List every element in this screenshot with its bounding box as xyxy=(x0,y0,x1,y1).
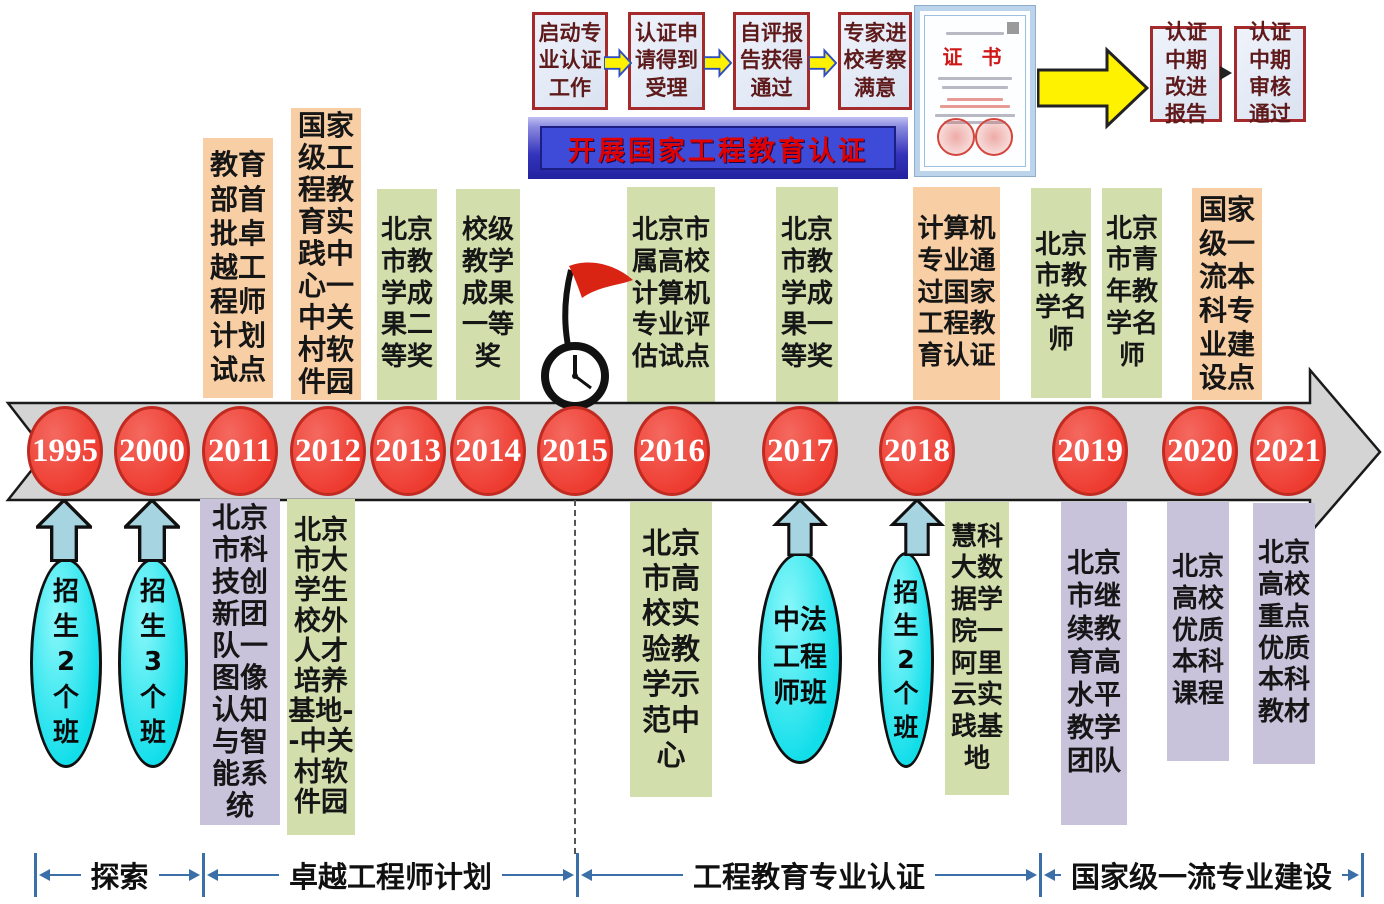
year-node-2019: 2019 xyxy=(1052,406,1128,496)
year-node-2014: 2014 xyxy=(450,406,526,496)
year-node-2012: 2012 xyxy=(290,406,366,496)
admission-ellipse-2017: 中法工程师班 xyxy=(758,552,842,764)
cert-text-line xyxy=(947,98,1003,101)
year-node-2011: 2011 xyxy=(202,406,278,496)
right-arrow-icon xyxy=(1220,66,1232,80)
year-node-2017: 2017 xyxy=(762,406,838,496)
year-node-1995: 1995 xyxy=(27,406,103,496)
flow-step-expert-visit: 专家进校考察满意 xyxy=(838,12,912,110)
right-arrowhead-icon xyxy=(189,869,201,881)
milestone-below-2021: 北京高校重点优质本科教材 xyxy=(1253,503,1315,764)
cert-text-line xyxy=(940,105,1010,108)
phase-label: 卓越工程师计划 xyxy=(289,860,493,894)
left-arrowhead-icon xyxy=(39,869,50,881)
yellow-arrow-icon xyxy=(809,48,837,78)
milestone-below-2019: 北京市继续教育高水平教学团队 xyxy=(1061,502,1127,825)
seal-icon xyxy=(1007,22,1019,34)
milestone-below-2011: 北京市科技创新团队一图像认知与智能系统 xyxy=(200,499,280,825)
phase-first-class-major: 国家级一流专业建设 xyxy=(1044,860,1360,894)
milestone-below-2016: 北京市高校实验教学示范中心 xyxy=(630,502,712,797)
up-arrow-icon xyxy=(772,500,828,556)
flow-step-self-report: 自评报告获得通过 xyxy=(733,12,810,110)
right-arrowhead-icon xyxy=(1348,869,1360,881)
up-arrow-icon xyxy=(889,500,945,556)
milestone-above-2019b: 北京市青年教学名师 xyxy=(1102,188,1162,398)
certification-banner: 开展国家工程教育认证 xyxy=(528,117,908,179)
phase-label: 探索 xyxy=(90,860,149,894)
yellow-arrow-icon xyxy=(604,48,632,78)
certificate-image: 证 书 xyxy=(915,6,1035,176)
flow-step-start: 启动专业认证工作 xyxy=(532,12,608,110)
admission-ellipse-2000: 招生3个班 xyxy=(118,558,188,768)
left-arrowhead-icon xyxy=(207,869,218,881)
milestone-below-2020: 北京高校优质本科课程 xyxy=(1167,502,1229,761)
phase-tick xyxy=(576,853,579,897)
flag-icon xyxy=(569,262,633,298)
cert-text-line xyxy=(938,77,1012,80)
year-node-2020: 2020 xyxy=(1162,406,1238,496)
milestone-above-2011: 教育部首批卓越工程师计划试点 xyxy=(203,138,273,398)
stamp-icon xyxy=(937,118,975,156)
milestone-below-2012: 北京市大学生校外人才培养基地--中关村软件园 xyxy=(287,499,355,835)
admission-ellipse-1995: 招生2个班 xyxy=(30,558,102,768)
left-arrowhead-icon xyxy=(581,869,592,881)
milestone-below-2018: 慧科大数据学院一阿里云实践基地 xyxy=(945,502,1009,795)
certification-banner-label: 开展国家工程教育认证 xyxy=(540,126,896,170)
phase-tick xyxy=(34,853,37,897)
certificate-title: 证 书 xyxy=(942,45,1008,69)
year-node-2018: 2018 xyxy=(879,406,955,496)
left-arrowhead-icon xyxy=(1044,869,1055,881)
yellow-arrow-icon xyxy=(704,48,732,78)
milestone-above-2013: 北京市教学成果二等奖 xyxy=(377,189,437,400)
admission-ellipse-2018: 招生2个班 xyxy=(878,552,934,768)
cert-text-line xyxy=(946,32,1004,35)
certificate-frame: 证 书 xyxy=(924,15,1026,167)
milestone-above-2018: 计算机专业通过国家工程教育认证 xyxy=(913,187,1000,400)
year-node-2015: 2015 xyxy=(537,406,613,496)
year-node-2013: 2013 xyxy=(370,406,446,496)
right-arrowhead-icon xyxy=(563,869,575,881)
phase-excellent-engineer: 卓越工程师计划 xyxy=(207,860,575,894)
phase-label: 工程教育专业认证 xyxy=(693,860,926,894)
cert-text-line xyxy=(935,114,1015,117)
phase-tick xyxy=(202,853,205,897)
stamp-icon xyxy=(975,118,1013,156)
milestone-above-2020: 国家级一流本科专业建设点 xyxy=(1192,188,1262,400)
flag-clock-icon xyxy=(541,262,633,410)
milestone-above-2012: 国家级工程教育实践中心一中关村软件园 xyxy=(291,108,361,400)
flow-step-midterm-pass: 认证中期审核通过 xyxy=(1234,20,1306,126)
milestone-above-2019a: 北京市教学名师 xyxy=(1031,188,1091,398)
phase-label: 国家级一流专业建设 xyxy=(1071,860,1333,894)
year-node-2016: 2016 xyxy=(634,406,710,496)
phase-tick xyxy=(1361,853,1364,897)
right-arrowhead-icon xyxy=(1026,869,1038,881)
divider-dashed-2015 xyxy=(574,500,576,854)
cert-text-line xyxy=(942,86,1008,89)
milestone-above-2016: 北京市属高校计算机专业评估试点 xyxy=(627,187,715,402)
big-yellow-arrow-icon xyxy=(1037,46,1149,130)
up-arrow-icon xyxy=(124,500,180,562)
flow-step-midterm-report: 认证中期改进报告 xyxy=(1150,20,1222,126)
phase-engineering-certification: 工程教育专业认证 xyxy=(581,860,1038,894)
phase-exploration: 探索 xyxy=(39,860,201,894)
year-node-2021: 2021 xyxy=(1250,406,1326,496)
flow-step-application: 认证申请得到受理 xyxy=(628,12,705,110)
year-node-2000: 2000 xyxy=(114,406,190,496)
up-arrow-icon xyxy=(36,500,92,562)
milestone-above-2017: 北京市教学成果一等奖 xyxy=(776,187,838,402)
cert-text-line xyxy=(944,121,1006,124)
milestone-above-2014: 校级教学成果一等奖 xyxy=(456,189,520,400)
phase-tick xyxy=(1039,853,1042,897)
